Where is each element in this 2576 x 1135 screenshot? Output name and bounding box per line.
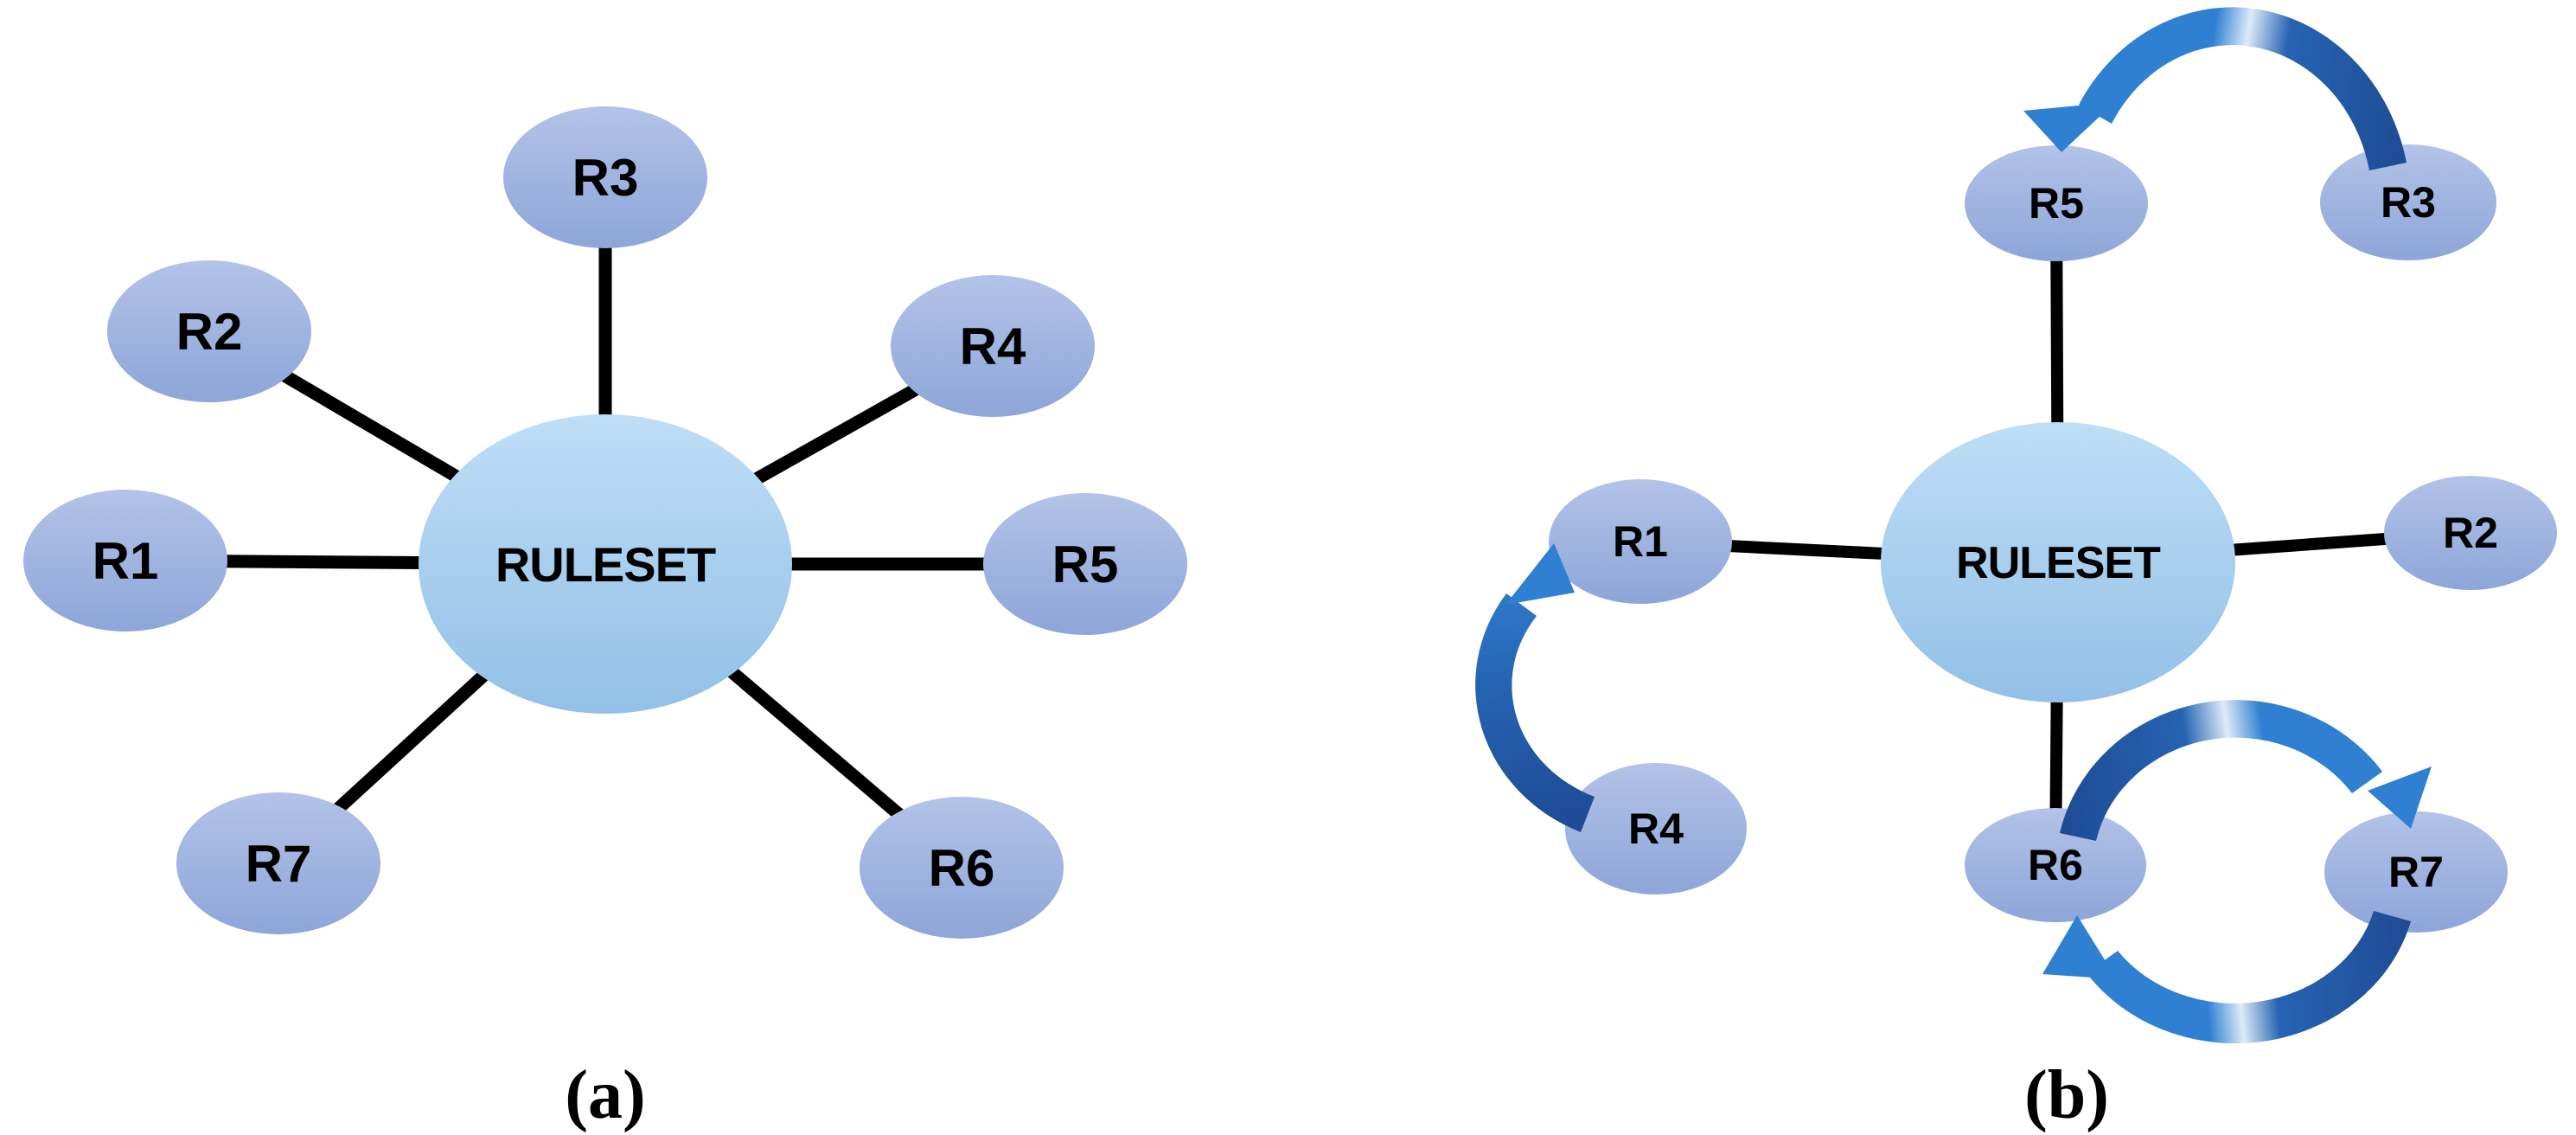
- node-b-r1-label: R1: [1613, 517, 1668, 566]
- node-a-r7: [176, 792, 380, 934]
- node-b-r2-label: R2: [2443, 509, 2498, 557]
- node-b-r7-label: R7: [2388, 848, 2444, 896]
- node-a-r7-label: R7: [246, 835, 312, 893]
- node-a-r6: [860, 797, 1064, 939]
- curved-arrow-r4-to-r1: [1475, 593, 1595, 832]
- node-b-r5: [1965, 145, 2148, 261]
- node-a-r2-label: R2: [176, 303, 243, 361]
- node-b-r3: [2320, 144, 2496, 260]
- node-b-r2: [2384, 476, 2557, 590]
- node-a-r1: [23, 490, 227, 632]
- diagram-b-nodes: R1 R2 R3 R4 R5 R6 R7: [1549, 144, 2557, 933]
- arrowhead-r3-to-r5: [2023, 102, 2115, 152]
- ruleset-center-a: [419, 414, 792, 714]
- node-a-r6-label: R6: [929, 839, 995, 897]
- node-b-r3-label: R3: [2381, 178, 2436, 227]
- ruleset-center-a-label: RULESET: [495, 537, 716, 592]
- node-a-r4: [891, 275, 1095, 417]
- curved-arrow-r6-to-r7: [2060, 700, 2382, 841]
- node-b-r4-label: R4: [1628, 805, 1684, 853]
- diagram-a-nodes: R1 R2 R3 R4 R5 R6 R7: [23, 106, 1187, 939]
- arrowhead-r4-to-r1: [1505, 543, 1575, 605]
- node-b-r4: [1565, 763, 1747, 895]
- node-b-r7: [2324, 811, 2508, 933]
- curved-arrow-r3-to-r5: [2079, 7, 2407, 171]
- diagram-b: RULESET R1 R2 R3 R4 R5 R6 R7: [1475, 7, 2557, 1133]
- caption-b: (b): [2024, 1057, 2109, 1133]
- arrowhead-r6-to-r7: [2368, 766, 2432, 829]
- diagram-a: RULESET R1 R2 R3 R4 R5 R6 R7 (a): [23, 106, 1187, 1133]
- ruleset-center-b-label: RULESET: [1956, 538, 2161, 588]
- node-a-r5: [983, 493, 1187, 635]
- node-a-r4-label: R4: [960, 317, 1026, 375]
- node-b-r1: [1549, 479, 1732, 604]
- node-b-r5-label: R5: [2029, 179, 2084, 228]
- node-b-r6-label: R6: [2028, 841, 2083, 889]
- diagram-b-arrows: [1475, 7, 2432, 1044]
- node-a-r3-label: R3: [572, 149, 639, 207]
- node-a-r3: [503, 106, 707, 248]
- caption-a: (a): [565, 1057, 645, 1133]
- node-a-r1-label: R1: [93, 532, 159, 590]
- node-b-r6: [1965, 808, 2146, 922]
- node-a-r2: [107, 260, 311, 402]
- arrowhead-r7-to-r6: [2042, 915, 2117, 979]
- ruleset-center-b: [1881, 422, 2235, 702]
- curved-arrow-r7-to-r6: [2087, 911, 2411, 1044]
- node-a-r5-label: R5: [1052, 535, 1119, 593]
